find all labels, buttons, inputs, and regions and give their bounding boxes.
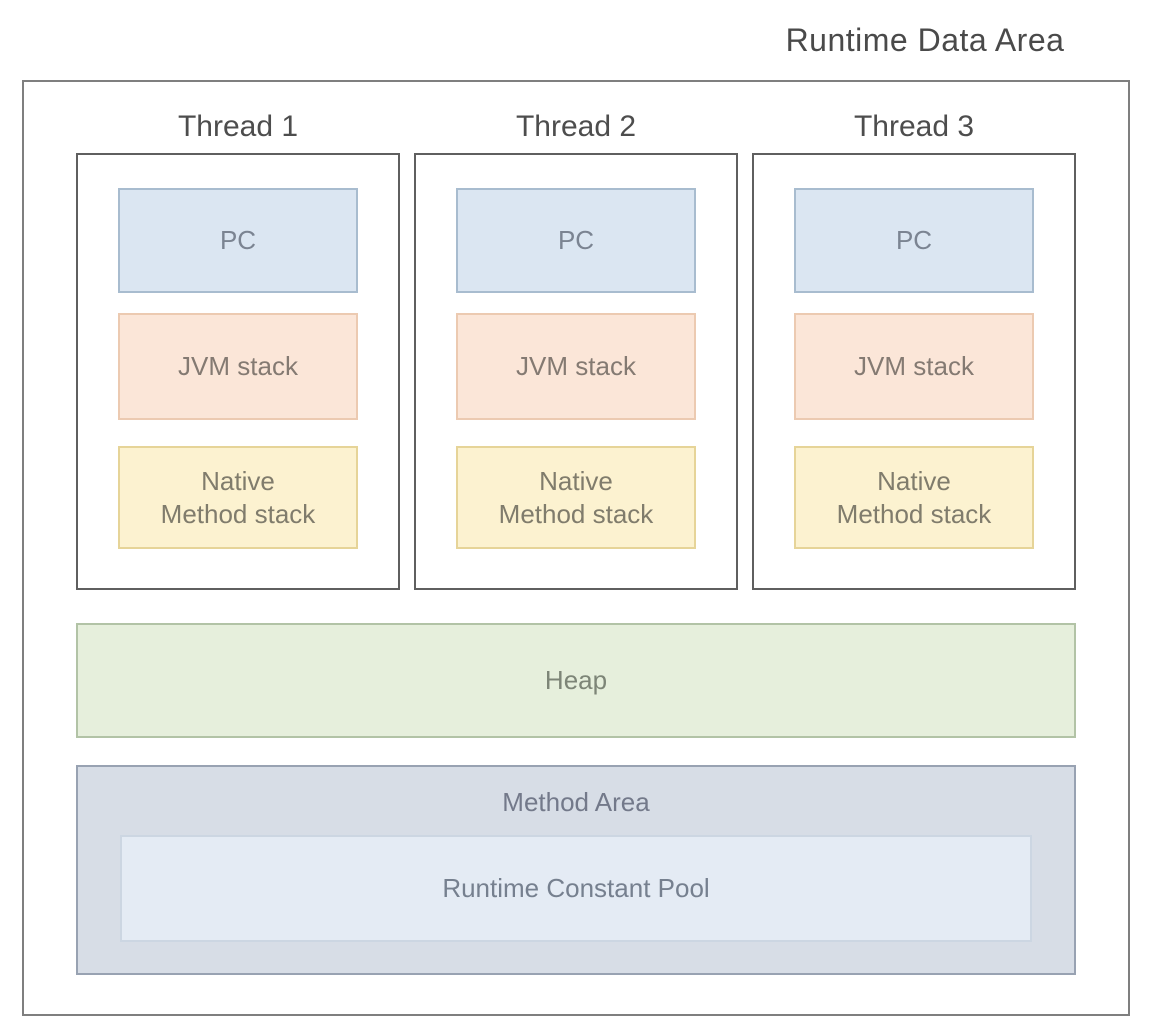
diagram-title: Runtime Data Area <box>785 22 1065 58</box>
pc-label: PC <box>219 225 257 256</box>
thread-1-jvm-stack-box: JVM stack <box>118 313 358 420</box>
native-method-stack-label-line2: Method stack <box>160 498 316 529</box>
thread-2-box: PC JVM stack Native Method stack <box>414 153 738 590</box>
native-method-stack-label-line1: Native <box>539 466 613 496</box>
threads-row: Thread 1 PC JVM stack Native Method stac… <box>76 105 1076 590</box>
native-method-stack-label-line1: Native <box>201 466 275 496</box>
runtime-constant-pool-label: Runtime Constant Pool <box>442 873 710 903</box>
runtime-constant-pool-box: Runtime Constant Pool <box>120 835 1032 942</box>
heap-box: Heap <box>76 623 1076 738</box>
native-method-stack-label-line1: Native <box>877 466 951 496</box>
jvm-stack-label: JVM stack <box>516 351 636 382</box>
jvm-stack-label: JVM stack <box>178 351 298 382</box>
thread-3-pc-box: PC <box>794 188 1034 293</box>
pc-label: PC <box>895 225 933 256</box>
thread-3-column: Thread 3 PC JVM stack Native Method stac… <box>752 105 1076 590</box>
thread-3-native-method-stack-box: Native Method stack <box>794 446 1034 549</box>
thread-2-jvm-stack-box: JVM stack <box>456 313 696 420</box>
thread-3-jvm-stack-box: JVM stack <box>794 313 1034 420</box>
native-method-stack-label-line2: Method stack <box>836 498 992 529</box>
thread-2-pc-box: PC <box>456 188 696 293</box>
thread-3-box: PC JVM stack Native Method stack <box>752 153 1076 590</box>
native-method-stack-label-line2: Method stack <box>498 498 654 529</box>
thread-1-pc-box: PC <box>118 188 358 293</box>
runtime-data-area-box: Thread 1 PC JVM stack Native Method stac… <box>22 80 1130 1016</box>
heap-label: Heap <box>544 665 608 695</box>
thread-1-box: PC JVM stack Native Method stack <box>76 153 400 590</box>
jvm-stack-label: JVM stack <box>854 351 974 382</box>
thread-2-native-method-stack-box: Native Method stack <box>456 446 696 549</box>
thread-3-label: Thread 3 <box>853 110 975 143</box>
method-area-label: Method Area <box>502 787 650 817</box>
method-area-box: Method Area Runtime Constant Pool <box>76 765 1076 975</box>
thread-1-column: Thread 1 PC JVM stack Native Method stac… <box>76 105 400 590</box>
thread-1-native-method-stack-box: Native Method stack <box>118 446 358 549</box>
thread-2-column: Thread 2 PC JVM stack Native Method stac… <box>414 105 738 590</box>
thread-1-label: Thread 1 <box>177 110 299 143</box>
pc-label: PC <box>557 225 595 256</box>
thread-2-label: Thread 2 <box>515 110 637 143</box>
